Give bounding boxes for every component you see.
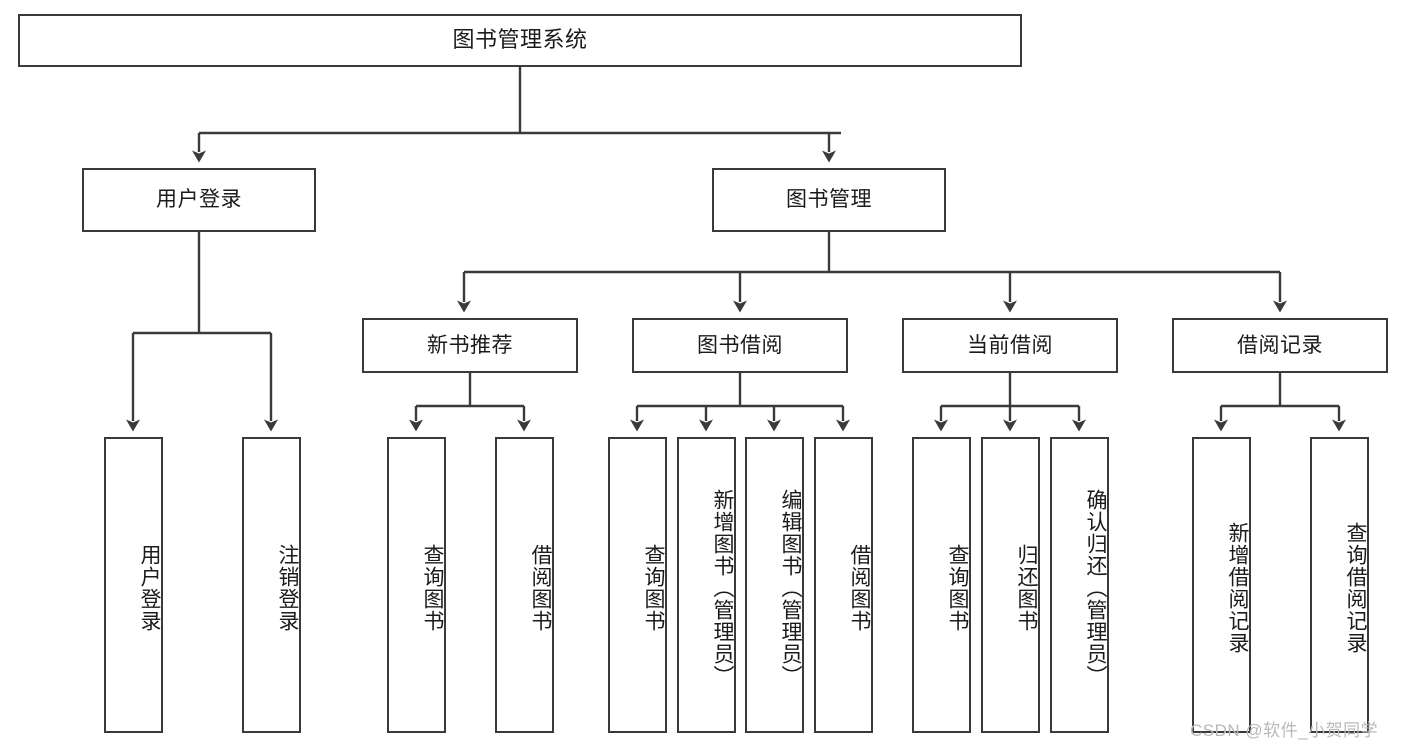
leaf-logout[interactable]: 注销登录: [242, 437, 301, 733]
node-current-borrow[interactable]: 当前借阅: [902, 318, 1118, 373]
node-label: 借阅图书: [529, 544, 552, 632]
node-label: 当前借阅: [967, 333, 1053, 357]
node-label: 新书推荐: [427, 333, 513, 357]
leaf-borrow-book-1[interactable]: 借阅图书: [495, 437, 554, 733]
leaf-add-book[interactable]: 新增图书（管理员）: [677, 437, 736, 733]
node-label: 编辑图书（管理员）: [779, 489, 802, 687]
node-borrow-record[interactable]: 借阅记录: [1172, 318, 1388, 373]
node-label: 查询借阅记录: [1344, 522, 1367, 654]
node-label: 新增图书（管理员）: [711, 489, 734, 687]
leaf-user-login[interactable]: 用户登录: [104, 437, 163, 733]
node-label: 借阅记录: [1237, 333, 1323, 357]
node-label: 查询图书: [946, 544, 969, 632]
node-book-management[interactable]: 图书管理: [712, 168, 946, 232]
leaf-confirm-return[interactable]: 确认归还（管理员）: [1050, 437, 1109, 733]
node-new-book-recommend[interactable]: 新书推荐: [362, 318, 578, 373]
node-label: 注销登录: [276, 544, 299, 632]
node-book-borrow[interactable]: 图书借阅: [632, 318, 848, 373]
node-label: 用户登录: [138, 544, 161, 632]
node-label: 归还图书: [1015, 544, 1038, 632]
node-label: 借阅图书: [848, 544, 871, 632]
leaf-return-book[interactable]: 归还图书: [981, 437, 1040, 733]
csdn-watermark: CSDN @软件_小贺同学: [1190, 721, 1379, 740]
node-label: 图书借阅: [697, 333, 783, 357]
leaf-query-book-1[interactable]: 查询图书: [387, 437, 446, 733]
node-label: 查询图书: [421, 544, 444, 632]
node-label: 查询图书: [642, 544, 665, 632]
leaf-query-book-3[interactable]: 查询图书: [912, 437, 971, 733]
node-label: 确认归还（管理员）: [1084, 489, 1107, 687]
leaf-add-record[interactable]: 新增借阅记录: [1192, 437, 1251, 733]
node-label: 用户登录: [156, 188, 242, 212]
node-label: 图书管理: [786, 188, 872, 212]
node-user-login[interactable]: 用户登录: [82, 168, 316, 232]
node-label: 新增借阅记录: [1226, 522, 1249, 654]
leaf-query-book-2[interactable]: 查询图书: [608, 437, 667, 733]
node-root-book-management-system[interactable]: 图书管理系统: [18, 14, 1022, 67]
node-label: 图书管理系统: [452, 27, 588, 53]
leaf-edit-book[interactable]: 编辑图书（管理员）: [745, 437, 804, 733]
leaf-borrow-book-2[interactable]: 借阅图书: [814, 437, 873, 733]
leaf-query-record[interactable]: 查询借阅记录: [1310, 437, 1369, 733]
